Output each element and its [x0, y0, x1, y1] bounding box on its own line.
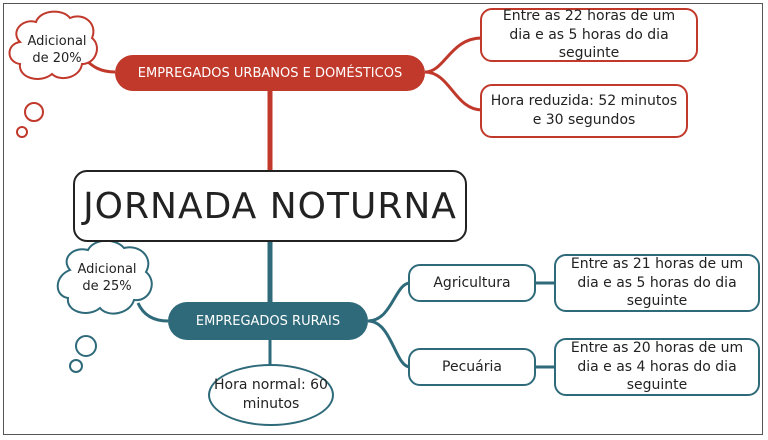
- cloud-urban-note: [8, 10, 98, 138]
- urban-detail-reduced-hour: Hora reduzida: 52 minutos e 30 segundos: [480, 84, 688, 138]
- urban-note-text: Adicional de 20%: [27, 34, 87, 66]
- urban-branch-label: EMPREGADOS URBANOS E DOMÉSTICOS: [115, 55, 425, 91]
- cloud-rural-note: [56, 239, 153, 373]
- frame-border: [3, 3, 763, 435]
- pecuaria-detail: Entre as 20 horas de um dia e as 4 horas…: [554, 338, 760, 396]
- link-rural-to-note: [136, 302, 169, 323]
- rural-branch-agricultura: Agricultura: [408, 264, 536, 302]
- rural-note-text: Adicional de 25%: [77, 262, 137, 294]
- link-rural-to-pecuaria: [367, 319, 411, 369]
- rural-normal-hour: Hora normal: 60 minutos: [208, 364, 334, 426]
- rural-branch-label: EMPREGADOS RURAIS: [168, 302, 368, 340]
- agricultura-detail: Entre as 21 horas de um dia e as 5 horas…: [554, 254, 760, 312]
- link-rural-to-agricultura: [367, 281, 411, 323]
- link-urban-to-detail-1: [424, 36, 483, 74]
- rural-branch-pecuaria: Pecuária: [408, 348, 536, 386]
- central-topic: JORNADA NOTURNA: [73, 170, 467, 242]
- link-urban-to-detail-2: [424, 70, 483, 112]
- urban-detail-night-window: Entre as 22 horas de um dia e as 5 horas…: [480, 8, 698, 62]
